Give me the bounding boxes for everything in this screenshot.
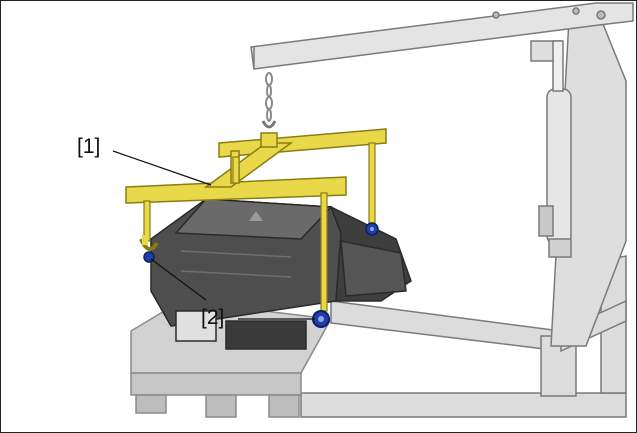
crane-boom bbox=[250, 2, 634, 70]
crane-chain bbox=[261, 72, 277, 129]
callout-leader-lines bbox=[112, 150, 315, 320]
lifting-beam-icon bbox=[125, 128, 387, 204]
hook-icon bbox=[139, 235, 159, 251]
battery-pack bbox=[150, 198, 412, 350]
shackle-icon bbox=[143, 222, 379, 328]
callout-label-shackles: [2] bbox=[201, 306, 225, 329]
callout-label-lifting-beam: [1] bbox=[77, 135, 101, 158]
hydraulic-cylinder bbox=[538, 40, 572, 258]
